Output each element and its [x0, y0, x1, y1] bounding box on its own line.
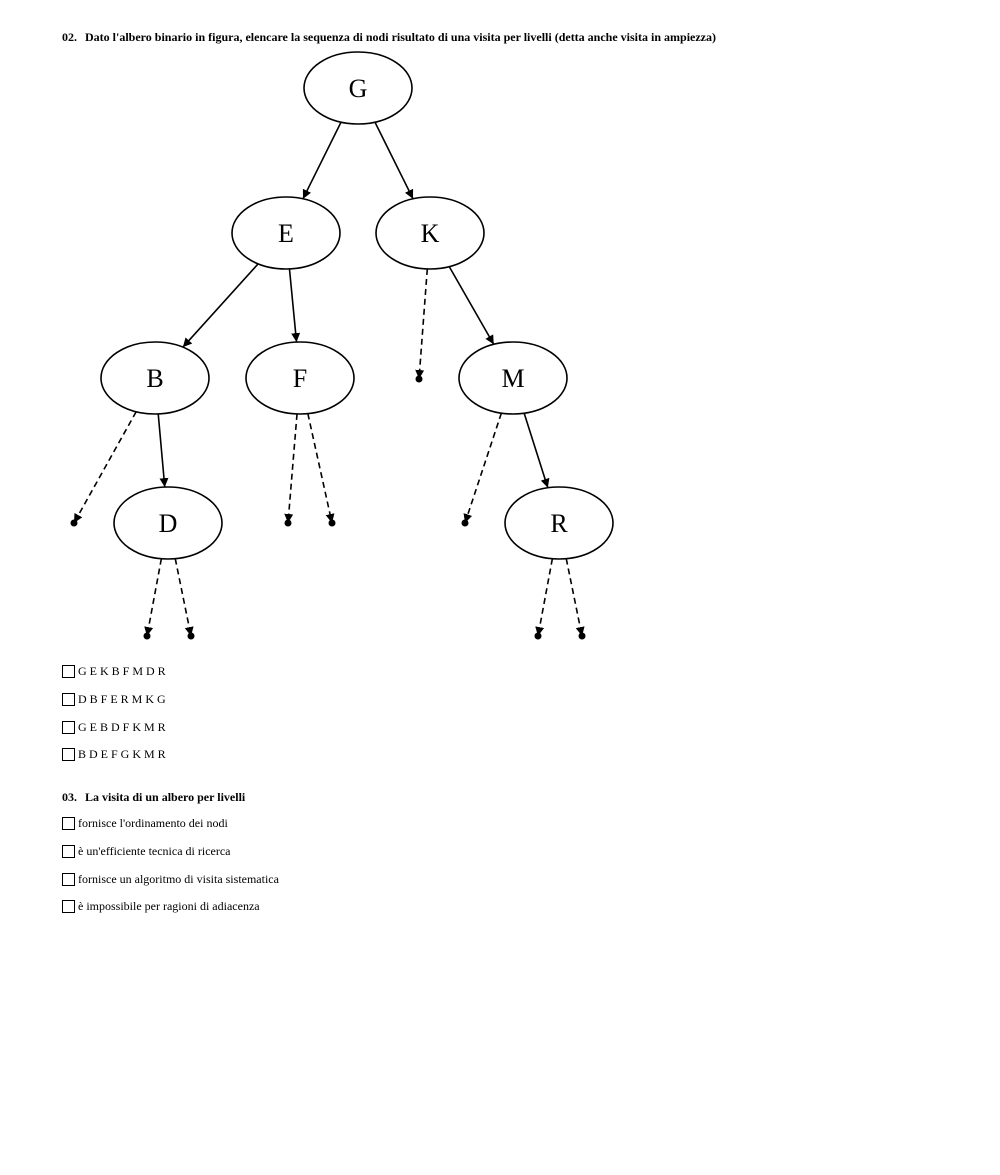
q2-option-4[interactable]: B D E F G K M R	[62, 747, 166, 762]
tree-node-D: D	[113, 486, 223, 560]
checkbox[interactable]	[62, 900, 75, 913]
question-number: 02.	[62, 30, 77, 44]
node-ellipse	[245, 341, 355, 415]
node-ellipse	[113, 486, 223, 560]
node-ellipse	[303, 51, 413, 125]
null-edge-M	[463, 412, 503, 524]
node-label: M	[501, 364, 524, 393]
node-label: E	[278, 219, 294, 248]
node-label: G	[349, 74, 368, 103]
node-ellipse	[100, 341, 210, 415]
checkbox[interactable]	[62, 873, 75, 886]
option-label: G E K B F M D R	[78, 664, 166, 678]
edge-B-D	[157, 413, 169, 488]
node-label: R	[550, 509, 568, 538]
checkbox[interactable]	[62, 748, 75, 761]
edge-G-K	[374, 121, 414, 200]
question-text: Dato l'albero binario in figura, elencar…	[85, 30, 717, 44]
checkbox[interactable]	[62, 845, 75, 858]
binary-tree-figure: G E K B F M D R	[70, 51, 614, 640]
question-03: 03. La visita di un albero per livelli	[62, 790, 245, 805]
option-label: D B F E R M K G	[78, 692, 166, 706]
question-number: 03.	[62, 790, 77, 804]
null-edge-D	[144, 558, 163, 637]
null-edge-F	[307, 413, 335, 524]
option-label: è impossibile per ragioni di adiacenza	[78, 899, 260, 913]
null-edge-D	[174, 558, 194, 637]
q2-option-2[interactable]: D B F E R M K G	[62, 692, 166, 707]
tree-node-F: F	[245, 341, 355, 415]
option-label: B D E F G K M R	[78, 747, 166, 761]
null-edge-F	[284, 413, 298, 524]
q2-option-3[interactable]: G E B D F K M R	[62, 720, 166, 735]
node-label: D	[159, 509, 178, 538]
tree-node-B: B	[100, 341, 210, 415]
q3-option-1[interactable]: fornisce l'ordinamento dei nodi	[62, 816, 228, 831]
option-label: fornisce l'ordinamento dei nodi	[78, 816, 228, 830]
tree-node-E: E	[231, 196, 341, 270]
null-edge-R	[565, 558, 585, 637]
q3-option-2[interactable]: è un'efficiente tecnica di ricerca	[62, 844, 231, 859]
checkbox[interactable]	[62, 693, 75, 706]
tree-node-G: G	[303, 51, 413, 125]
edge-E-B	[182, 263, 259, 348]
null-edge-B	[73, 411, 137, 524]
question-text: La visita di un albero per livelli	[85, 790, 246, 804]
option-label: è un'efficiente tecnica di ricerca	[78, 844, 231, 858]
tree-node-R: R	[504, 486, 614, 560]
checkbox[interactable]	[62, 665, 75, 678]
node-ellipse	[504, 486, 614, 560]
question-02: 02. Dato l'albero binario in figura, elen…	[62, 30, 716, 45]
checkbox[interactable]	[62, 817, 75, 830]
edge-K-M	[448, 266, 495, 345]
q3-option-3[interactable]: fornisce un algoritmo di visita sistemat…	[62, 872, 279, 887]
node-label: F	[293, 364, 307, 393]
option-label: fornisce un algoritmo di visita sistemat…	[78, 872, 279, 886]
node-ellipse	[231, 196, 341, 270]
option-label: G E B D F K M R	[78, 720, 166, 734]
node-ellipse	[375, 196, 485, 270]
q3-option-4[interactable]: è impossibile per ragioni di adiacenza	[62, 899, 260, 914]
null-edge-R	[535, 558, 554, 637]
edge-E-F	[288, 268, 301, 343]
edge-G-E	[302, 121, 342, 200]
tree-node-K: K	[375, 196, 485, 270]
tree-node-M: M	[458, 341, 568, 415]
node-label: B	[146, 364, 163, 393]
q2-option-1[interactable]: G E K B F M D R	[62, 664, 166, 679]
edge-M-R	[523, 412, 550, 489]
node-label: K	[421, 219, 440, 248]
null-edge-K	[415, 268, 429, 380]
node-ellipse	[458, 341, 568, 415]
checkbox[interactable]	[62, 721, 75, 734]
